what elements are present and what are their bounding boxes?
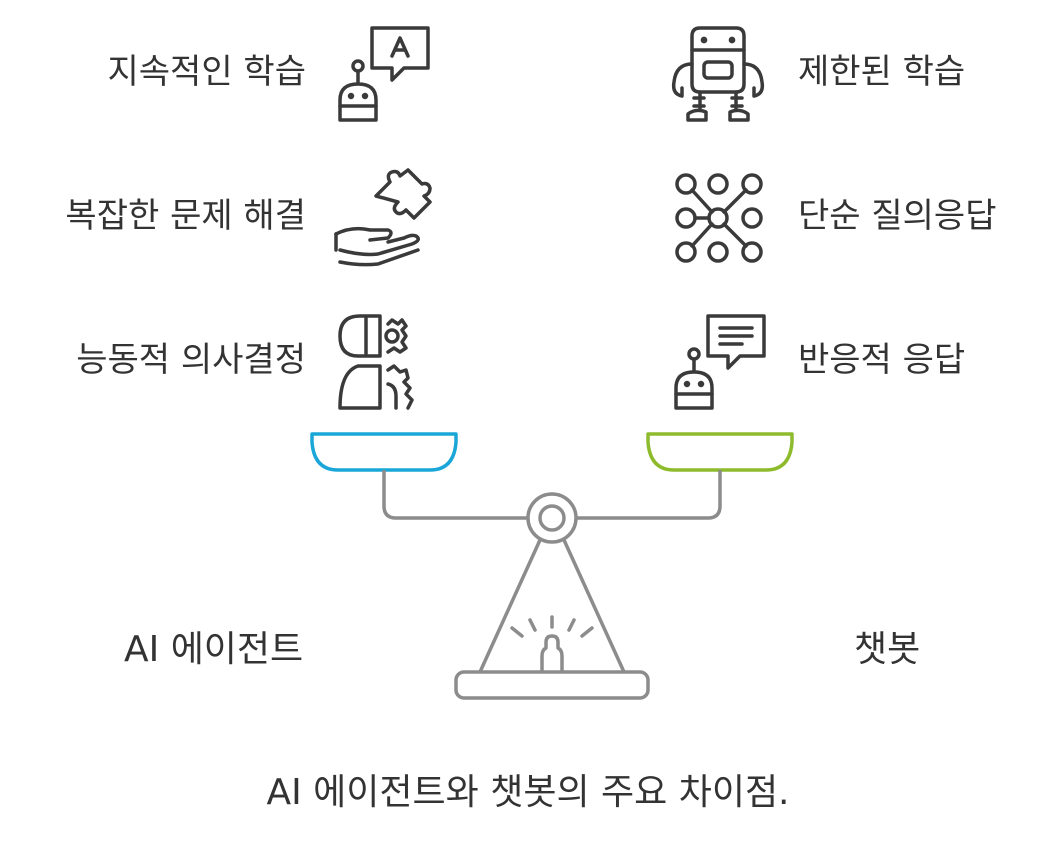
node-grid-icon [666,166,770,270]
puzzle-hand-icon [330,166,434,270]
right-item-label-3: 반응적 응답 [798,340,966,380]
indicator-needle [540,634,564,672]
right-item-label-1: 제한된 학습 [798,52,966,92]
left-pan [310,432,458,472]
robot-chat-icon [330,22,434,126]
right-pan [646,432,794,472]
scale-base [454,670,650,700]
indicator-rays [510,615,594,638]
left-item-label-1: 지속적인 학습 [107,52,307,92]
right-item-label-2: 단순 질의응답 [798,196,997,236]
scale-stand [478,538,626,674]
robot-message-icon [666,310,770,414]
head-gears-icon [330,310,434,414]
left-item-label-3: 능동적 의사결정 [76,340,306,380]
right-side-title: 챗봇 [854,629,921,670]
left-side-title: AI 에이전트 [124,629,304,670]
scale-pivot-inner [538,504,566,532]
scale-pivot-outer [526,492,578,544]
scale-beam [382,470,722,520]
diagram-caption: AI 에이전트와 챗봇의 주요 차이점. [266,772,790,813]
robot-icon [666,22,770,126]
left-item-label-2: 복잡한 문제 해결 [65,196,306,236]
